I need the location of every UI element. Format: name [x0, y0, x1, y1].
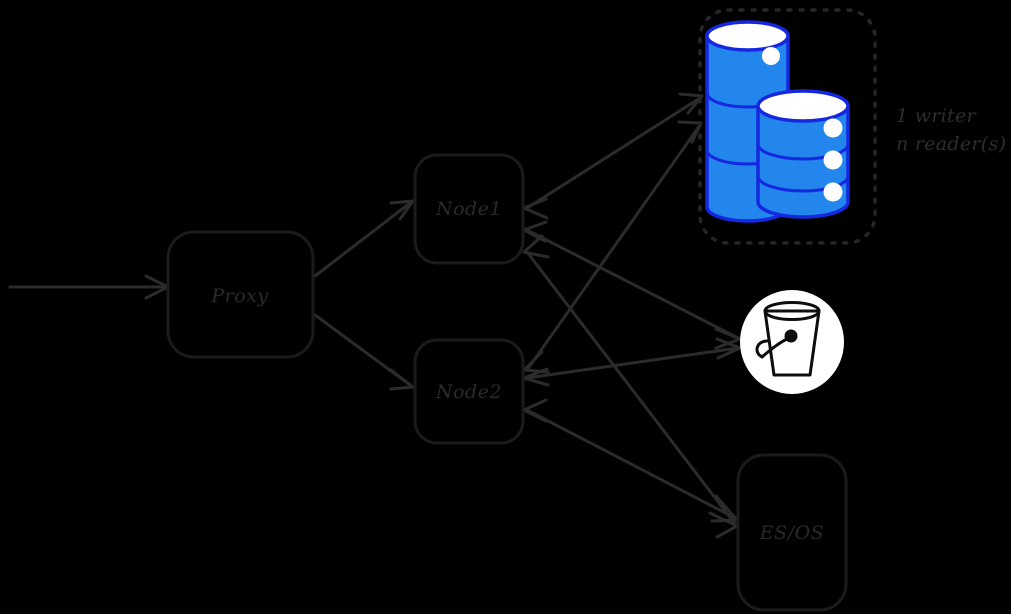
bucket-icon[interactable]: [755, 301, 821, 377]
node2-box[interactable]: [413, 338, 525, 445]
esos-node[interactable]: ES/OS: [736, 453, 848, 612]
proxy-label: Proxy: [210, 285, 268, 307]
database-group-boundary: [698, 8, 877, 245]
proxy-box[interactable]: [166, 230, 315, 359]
edge-ingress-to-proxy: [8, 274, 170, 300]
node1-label: Node1: [435, 198, 502, 220]
edge-node2-to-esos: [522, 398, 739, 523]
edge-proxy-to-node1: [313, 199, 415, 278]
esos-box[interactable]: [736, 453, 848, 612]
node1-box[interactable]: [413, 153, 525, 265]
proxy-node[interactable]: Proxy: [166, 230, 315, 359]
node2-node[interactable]: Node2: [413, 338, 525, 445]
esos-label: ES/OS: [759, 522, 824, 544]
object-storage-bucket[interactable]: [740, 290, 844, 394]
edge-node2-to-database: [522, 120, 703, 374]
edge-node2-to-bucket: [522, 337, 742, 387]
node2-label: Node2: [435, 381, 502, 403]
database-annotation-line1: 1 writer: [896, 105, 978, 127]
edge-layer: [8, 92, 742, 539]
database-cluster-group[interactable]: 1 writer n reader(s): [698, 8, 1006, 245]
bucket-handle-knob: [784, 329, 798, 343]
edge-node1-to-esos: [522, 234, 739, 539]
node1-node[interactable]: Node1: [413, 153, 525, 265]
database-annotation-line2: n reader(s): [896, 133, 1006, 155]
database-cylinder-front-icon[interactable]: [756, 89, 850, 219]
edge-proxy-to-node2: [313, 313, 415, 391]
edge-node1-to-database: [522, 92, 704, 220]
